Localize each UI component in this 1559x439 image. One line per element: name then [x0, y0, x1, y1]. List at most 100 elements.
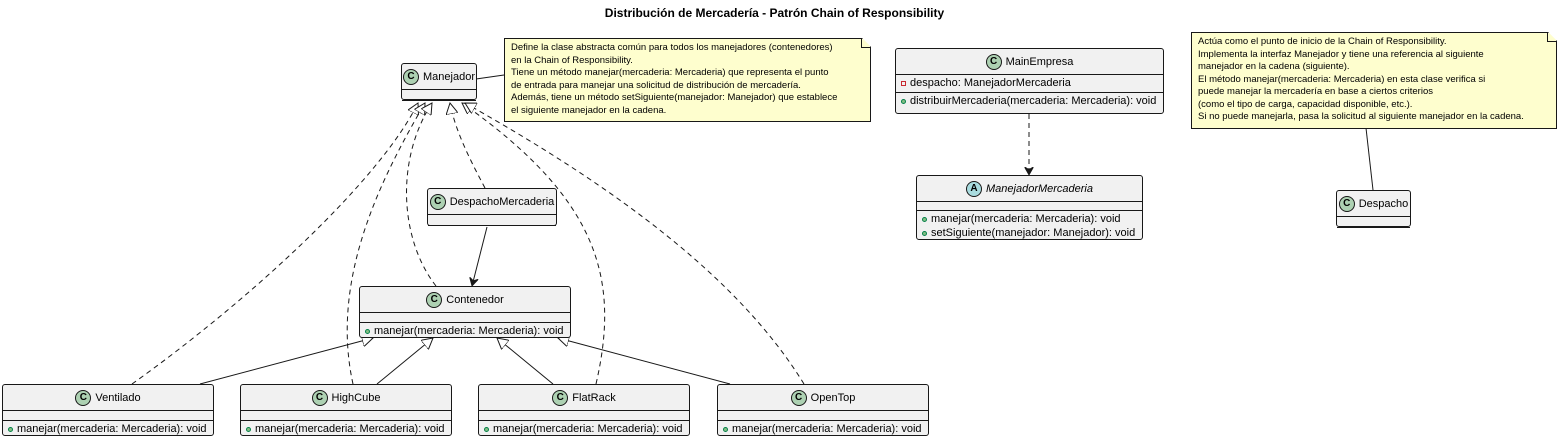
public-icon — [484, 426, 489, 432]
edge-contenedor-manejador — [406, 103, 437, 287]
public-icon — [8, 426, 13, 432]
public-icon — [246, 426, 251, 432]
methods-compartment — [1337, 227, 1410, 234]
class-icon: C — [429, 193, 446, 210]
method-row: manejar(mercaderia: Mercaderia): void — [718, 422, 928, 436]
public-icon — [922, 216, 927, 222]
method-signature: manejar(mercaderia: Mercaderia): void — [931, 213, 1121, 225]
class-name: Ventilado — [95, 391, 141, 404]
edge-despachomercaderia-manejador — [450, 103, 486, 189]
class-icon: C — [985, 53, 1002, 70]
class-icon: C — [790, 389, 807, 406]
class-ventilado[interactable]: C Ventilado manejar(mercaderia: Mercader… — [2, 384, 214, 436]
note-line: (como el tipo de carga, capacidad dispon… — [1198, 98, 1413, 110]
class-icon: C — [75, 389, 92, 406]
class-name: DespachoMercaderia — [449, 195, 555, 208]
public-icon — [901, 98, 906, 104]
methods-compartment: manejar(mercaderia: Mercaderia): void — [241, 420, 451, 438]
method-row: manejar(mercaderia: Mercaderia): void — [3, 422, 213, 436]
public-icon — [365, 328, 370, 334]
edge-flatrack-manejador — [462, 103, 606, 385]
note-line: el siguiente manejador en la cadena. — [511, 104, 667, 116]
note-line: de entrada para manejar una solicitud de… — [511, 79, 801, 91]
edge-opentop-contenedor — [558, 338, 731, 385]
class-despacho[interactable]: C Despacho — [1336, 190, 1411, 228]
class-icon: C — [311, 389, 328, 406]
methods-compartment: manejar(mercaderia: Mercaderia): void — [718, 420, 928, 438]
methods-compartment: manejar(mercaderia: Mercaderia): void — [360, 322, 570, 340]
method-signature: setSiguiente(manejador: Manejador): void — [931, 227, 1136, 239]
note-line: Actúa como el punto de inicio de la Chai… — [1198, 36, 1447, 47]
class-name: MainEmpresa — [1005, 55, 1074, 68]
fields-compartment — [402, 89, 476, 100]
note-line: Define la clase abstracta común para tod… — [511, 42, 833, 53]
class-manejador[interactable]: C Manejador — [401, 63, 477, 101]
edge-flatrack-contenedor — [497, 338, 554, 385]
methods-compartment — [428, 225, 556, 232]
class-opentop[interactable]: C OpenTop manejar(mercaderia: Mercaderia… — [717, 384, 929, 436]
diagram-title: Distribución de Mercadería - Patrón Chai… — [604, 6, 945, 20]
method-signature: manejar(mercaderia: Mercaderia): void — [374, 325, 564, 337]
public-icon — [723, 426, 728, 432]
class-contenedor[interactable]: C Contenedor manejar(mercaderia: Mercade… — [359, 286, 571, 338]
edge-ventilado-contenedor — [199, 338, 373, 385]
method-signature: manejar(mercaderia: Mercaderia): void — [255, 423, 445, 435]
method-row: manejar(mercaderia: Mercaderia): void — [360, 324, 570, 338]
class-icon: C — [403, 68, 419, 85]
class-manejador-mercaderia[interactable]: A ManejadorMercaderia manejar(mercaderia… — [916, 175, 1143, 240]
note-line: manejador en la cadena (siguiente). — [1198, 61, 1350, 72]
fields-compartment: despacho: ManejadorMercaderia — [896, 74, 1163, 92]
class-main-empresa[interactable]: C MainEmpresa despacho: ManejadorMercade… — [895, 48, 1164, 114]
fields-compartment — [1337, 216, 1410, 227]
methods-compartment: distribuirMercaderia(mercaderia: Mercade… — [896, 92, 1163, 110]
public-icon — [922, 230, 927, 236]
methods-compartment: manejar(mercaderia: Mercaderia): void — [3, 420, 213, 438]
note-line: Implementa la interfaz Manejador y tiene… — [1198, 48, 1484, 60]
method-row: manejar(mercaderia: Mercaderia): void — [241, 422, 451, 436]
method-row: distribuirMercaderia(mercaderia: Mercade… — [896, 94, 1163, 108]
note-connector-despacho — [1365, 127, 1374, 191]
fields-compartment — [479, 410, 689, 420]
note-line: Si no puede manejarla, pasa la solicitud… — [1198, 111, 1524, 122]
edge-despachomercaderia-contenedor — [472, 226, 488, 286]
field-signature: despacho: ManejadorMercaderia — [910, 77, 1071, 89]
methods-compartment: manejar(mercaderia: Mercaderia): void — [479, 420, 689, 438]
method-row: manejar(mercaderia: Mercaderia): void — [917, 212, 1142, 226]
class-highcube[interactable]: C HighCube manejar(mercaderia: Mercaderi… — [240, 384, 452, 436]
fields-compartment — [917, 201, 1142, 210]
fields-compartment — [3, 410, 213, 420]
note-connector-manejador — [475, 74, 505, 80]
class-name: FlatRack — [572, 391, 616, 404]
private-icon — [901, 80, 906, 86]
methods-compartment: manejar(mercaderia: Mercaderia): void se… — [917, 210, 1142, 242]
abstract-class-icon: A — [966, 180, 982, 197]
class-flatrack[interactable]: C FlatRack manejar(mercaderia: Mercaderi… — [478, 384, 690, 436]
edge-highcube-manejador — [346, 103, 425, 385]
note-line: en la Chain of Responsibility. — [511, 54, 633, 66]
fields-compartment — [360, 312, 570, 322]
method-signature: manejar(mercaderia: Mercaderia): void — [732, 423, 922, 435]
class-despacho-mercaderia[interactable]: C DespachoMercaderia — [427, 188, 557, 226]
class-name: Manejador — [423, 70, 475, 83]
field-row: despacho: ManejadorMercaderia — [896, 76, 1163, 90]
class-name: ManejadorMercaderia — [986, 182, 1093, 195]
fields-compartment — [718, 410, 928, 420]
edge-ventilado-manejador — [131, 103, 418, 385]
class-name: OpenTop — [810, 391, 856, 404]
fields-compartment — [241, 410, 451, 420]
note-line: Tiene un método manejar(mercaderia: Merc… — [511, 67, 829, 78]
class-icon: C — [1338, 195, 1355, 212]
note-line: Además, tiene un método setSiguiente(man… — [511, 92, 838, 103]
method-signature: manejar(mercaderia: Mercaderia): void — [493, 423, 683, 435]
method-signature: distribuirMercaderia(mercaderia: Mercade… — [910, 95, 1157, 107]
class-name: Despacho — [1358, 197, 1409, 210]
despacho-note: Actúa como el punto de inicio de la Chai… — [1191, 32, 1557, 129]
method-signature: manejar(mercaderia: Mercaderia): void — [17, 423, 207, 435]
note-line: El método manejar(mercaderia: Mercaderia… — [1198, 73, 1486, 85]
fields-compartment — [428, 214, 556, 225]
edge-highcube-contenedor — [376, 338, 433, 385]
class-icon: C — [552, 389, 569, 406]
method-row: manejar(mercaderia: Mercaderia): void — [479, 422, 689, 436]
class-name: HighCube — [331, 391, 381, 404]
